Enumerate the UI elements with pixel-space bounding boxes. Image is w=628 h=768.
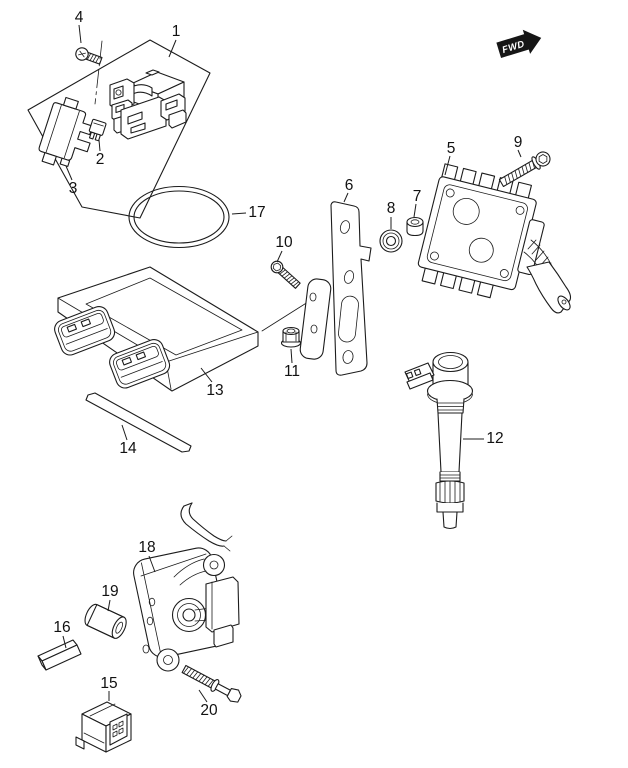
bolt-9: [498, 151, 551, 188]
cushion-strip-14: [85, 392, 192, 453]
grommet-8: [379, 229, 403, 253]
callout-5: 5: [447, 140, 456, 157]
callout-13: 13: [206, 382, 223, 399]
callout-8: 8: [387, 200, 396, 217]
screw-4-assembly-line: [94, 40, 103, 105]
regulator-5: [417, 163, 572, 314]
callout-2: 2: [96, 151, 105, 168]
screw-4: [75, 47, 103, 65]
callout-11: 11: [284, 363, 300, 380]
ignition-coil-12: [404, 351, 474, 530]
ecu-13: [54, 266, 259, 392]
o-ring-17: [128, 185, 230, 249]
fuse-2: [88, 118, 107, 142]
callout-3: 3: [69, 180, 78, 197]
callout-6: 6: [345, 177, 354, 194]
sensor-15: [75, 701, 132, 753]
ecu-connector-b: [109, 339, 171, 389]
callout-1: 1: [172, 23, 181, 40]
callout-10: 10: [275, 234, 293, 251]
leader-lines: [62, 24, 522, 703]
relay-kit-outline: [27, 39, 211, 219]
callout-17: 17: [248, 204, 265, 221]
callout-9: 9: [514, 134, 523, 151]
servo-cable: [180, 502, 233, 552]
callout-14: 14: [119, 440, 137, 457]
bushing-7: [406, 216, 424, 237]
callout-16: 16: [53, 619, 70, 636]
callout-labels: 1 2 3 4 5 6 7 8 9 10 11 12 13 14 15 16 1…: [53, 9, 522, 719]
relay-assembly-1: [109, 69, 187, 140]
servo-actuator-18: [133, 502, 240, 672]
callout-12: 12: [486, 430, 503, 447]
coil-connector-tab: [404, 362, 435, 390]
callout-15: 15: [100, 675, 117, 692]
ecu-connector-a: [54, 306, 116, 356]
fwd-marker: FWD: [496, 29, 542, 58]
bracket-6: [299, 201, 372, 376]
fwd-arrow-icon: [496, 29, 542, 58]
cushion-19: [84, 603, 127, 639]
callout-20: 20: [200, 702, 218, 719]
callout-18: 18: [138, 539, 155, 556]
regulator-wire-bundle: [523, 239, 572, 314]
relay-holder-3: [38, 96, 93, 167]
bolt-20: [181, 664, 242, 703]
spacer-16: [37, 639, 82, 671]
nut-11: [280, 326, 302, 348]
callout-7: 7: [413, 188, 422, 205]
callout-19: 19: [101, 583, 118, 600]
callout-4: 4: [75, 9, 84, 26]
ecu-bracket-assembly-line: [261, 301, 309, 332]
bolt-10: [270, 260, 301, 289]
